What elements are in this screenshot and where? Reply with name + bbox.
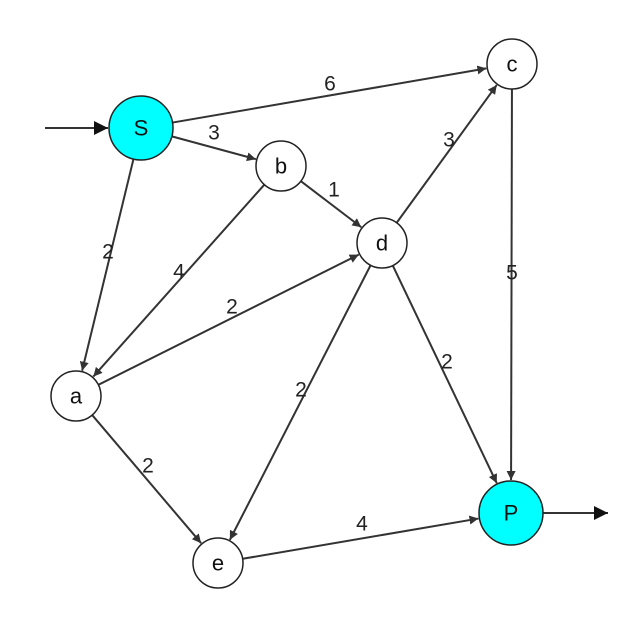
- edge-weight-S-c: 6: [324, 73, 336, 96]
- node-label-d: d: [376, 231, 388, 256]
- node-e: e: [192, 537, 244, 589]
- edge-weight-S-a: 2: [102, 241, 114, 264]
- edge-weight-b-a: 4: [173, 261, 185, 284]
- node-S: S: [108, 95, 174, 161]
- node-b: b: [255, 140, 307, 192]
- node-label-S: S: [134, 116, 149, 141]
- edge-a-to-e: [91, 414, 202, 544]
- nodes: Sa b c d e P: [50, 38, 544, 589]
- node-label-b: b: [275, 154, 287, 179]
- node-P: P: [478, 480, 544, 546]
- edge-weight-e-P: 4: [356, 513, 368, 536]
- edge-weights: 6 3 2 1 4 2 2 3 2 2 5 4: [102, 73, 518, 536]
- node-circle-a: [50, 370, 102, 422]
- edge-c-to-P: [506, 88, 516, 481]
- edge-S-to-b: [171, 135, 257, 162]
- edge-weight-d-P: 2: [441, 351, 453, 374]
- edge-weight-b-d: 1: [328, 179, 340, 202]
- node-circle-b: [255, 140, 307, 192]
- node-label-e: e: [212, 551, 224, 576]
- node-label-P: P: [504, 501, 519, 526]
- node-label-a: a: [70, 384, 83, 409]
- node-circle-e: [192, 537, 244, 589]
- edge-a-to-d: [97, 253, 360, 386]
- edge-weight-a-d: 2: [226, 296, 238, 319]
- edge-d-to-c: [395, 84, 498, 224]
- edge-weight-d-e: 2: [295, 379, 307, 402]
- edge-S-to-c: [172, 65, 487, 124]
- node-d: d: [356, 217, 408, 269]
- edge-weight-c-P: 5: [506, 262, 518, 285]
- node-a: a: [50, 370, 102, 422]
- edge-b-to-a: [92, 183, 266, 378]
- node-label-c: c: [507, 52, 518, 77]
- edge-d-to-P: [391, 265, 498, 484]
- edge-weight-d-c: 3: [443, 129, 455, 152]
- node-circle-P: [478, 480, 544, 546]
- node-c: c: [486, 38, 538, 90]
- node-circle-S: [108, 95, 174, 161]
- edge-S-to-a: [79, 158, 135, 371]
- edge-e-to-P: [242, 515, 479, 560]
- node-circle-d: [356, 217, 408, 269]
- edge-weight-S-b: 3: [208, 122, 220, 145]
- edges: [45, 65, 608, 560]
- edge-b-to-d: [300, 180, 362, 229]
- edge-d-to-e: [228, 264, 372, 541]
- edge-weight-a-e: 2: [142, 455, 154, 478]
- node-circle-c: [486, 38, 538, 90]
